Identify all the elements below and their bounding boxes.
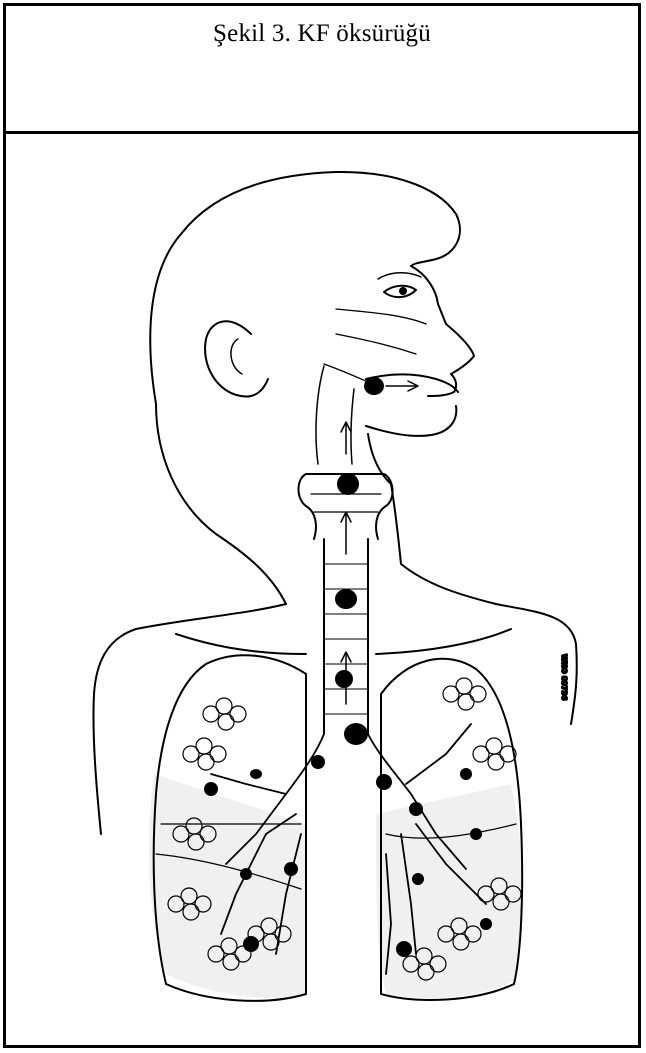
ear bbox=[205, 321, 268, 396]
stamp-label: WHO 89736 bbox=[560, 654, 568, 700]
caption-cell: Şekil 3. KF öksürüğü bbox=[6, 6, 638, 134]
hair-back bbox=[156, 404, 286, 604]
figure-frame: Şekil 3. KF öksürüğü bbox=[3, 3, 641, 1048]
cough-illustration: WHO 89736 bbox=[6, 134, 638, 1045]
mouth-lower bbox=[366, 406, 456, 436]
illustration-cell: WHO 89736 bbox=[6, 134, 638, 1045]
figure-caption: Şekil 3. KF öksürüğü bbox=[213, 20, 431, 48]
